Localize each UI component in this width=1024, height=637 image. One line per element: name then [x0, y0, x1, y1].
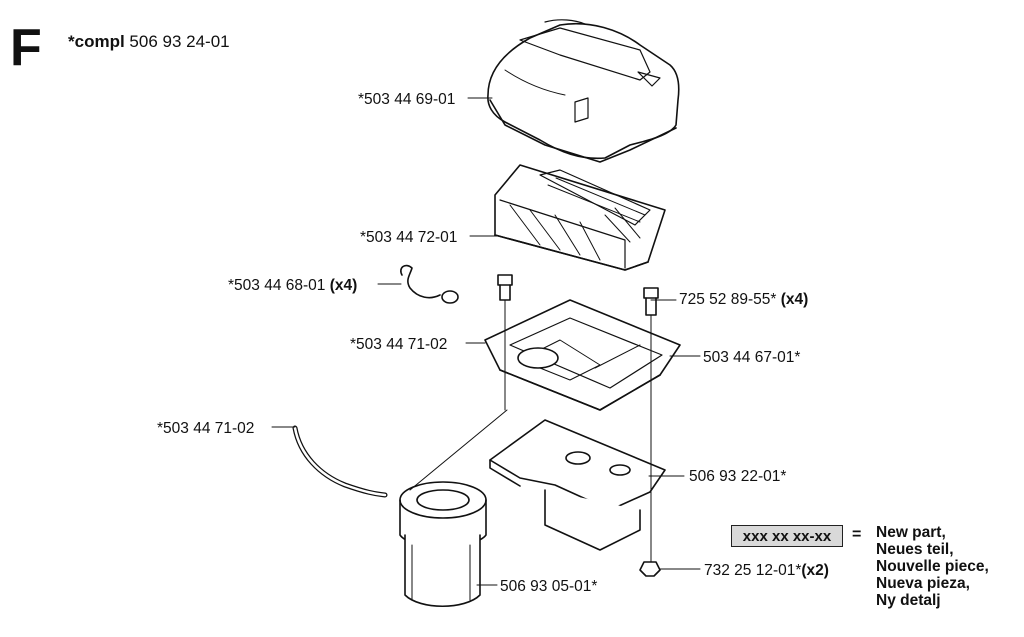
- part-label: *503 44 71-02: [350, 337, 447, 353]
- screw-right: [643, 287, 659, 316]
- legend-code-box: xxx xx xx-xx: [731, 525, 843, 547]
- clip-part: [400, 264, 459, 304]
- legend-list: New part, Neues teil, Nouvelle piece, Nu…: [876, 524, 989, 609]
- part-number: 732 25 12-01*: [704, 562, 802, 579]
- part-label: 506 93 22-01*: [689, 469, 786, 485]
- part-number: *503 44 68-01: [228, 277, 326, 294]
- part-label: *503 44 68-01 (x4): [228, 278, 357, 294]
- part-label: 503 44 67-01*: [703, 350, 800, 366]
- part-number: *503 44 71-02: [350, 336, 448, 353]
- part-number: 506 93 05-01*: [500, 578, 598, 595]
- legend-line: New part,: [876, 524, 946, 541]
- part-number: *503 44 72-01: [360, 229, 458, 246]
- legend-line: Nueva pieza,: [876, 575, 970, 592]
- leader-lines: [271, 97, 701, 586]
- part-number: *503 44 71-02: [157, 420, 255, 437]
- screw-left: [497, 274, 513, 301]
- part-label: *503 44 72-01: [360, 230, 457, 246]
- legend-line: Neues teil,: [876, 541, 954, 558]
- part-number: 725 52 89-55*: [679, 291, 777, 308]
- part-quantity: (x4): [780, 291, 809, 308]
- complete-assembly-number: *compl 506 93 24-01: [68, 32, 230, 52]
- bracket-plate: [489, 419, 666, 551]
- compl-number: 506 93 24-01: [129, 32, 230, 51]
- nut-part: [639, 561, 661, 577]
- air-filter-element: [494, 164, 666, 271]
- legend-equals: =: [852, 526, 862, 543]
- part-label: 725 52 89-55* (x4): [679, 292, 808, 308]
- filter-holder: [484, 299, 681, 411]
- legend-line: Nouvelle piece,: [876, 558, 989, 575]
- compl-prefix: *compl: [68, 32, 125, 51]
- part-number: 503 44 67-01*: [703, 349, 801, 366]
- part-number: 506 93 22-01*: [689, 468, 787, 485]
- part-label: *503 44 71-02: [157, 421, 254, 437]
- part-label: *503 44 69-01: [358, 92, 455, 108]
- part-quantity: (x2): [801, 562, 829, 579]
- part-label: 506 93 05-01*: [500, 579, 597, 595]
- air-filter-cover: [487, 19, 680, 163]
- part-label: 732 25 12-01*(x2): [704, 563, 829, 579]
- part-number: *503 44 69-01: [358, 91, 456, 108]
- hose-part: [292, 425, 388, 498]
- part-quantity: (x4): [329, 277, 358, 294]
- section-letter: F: [10, 19, 42, 77]
- legend-line: Ny detalj: [876, 592, 941, 609]
- filter-canister: [399, 481, 487, 608]
